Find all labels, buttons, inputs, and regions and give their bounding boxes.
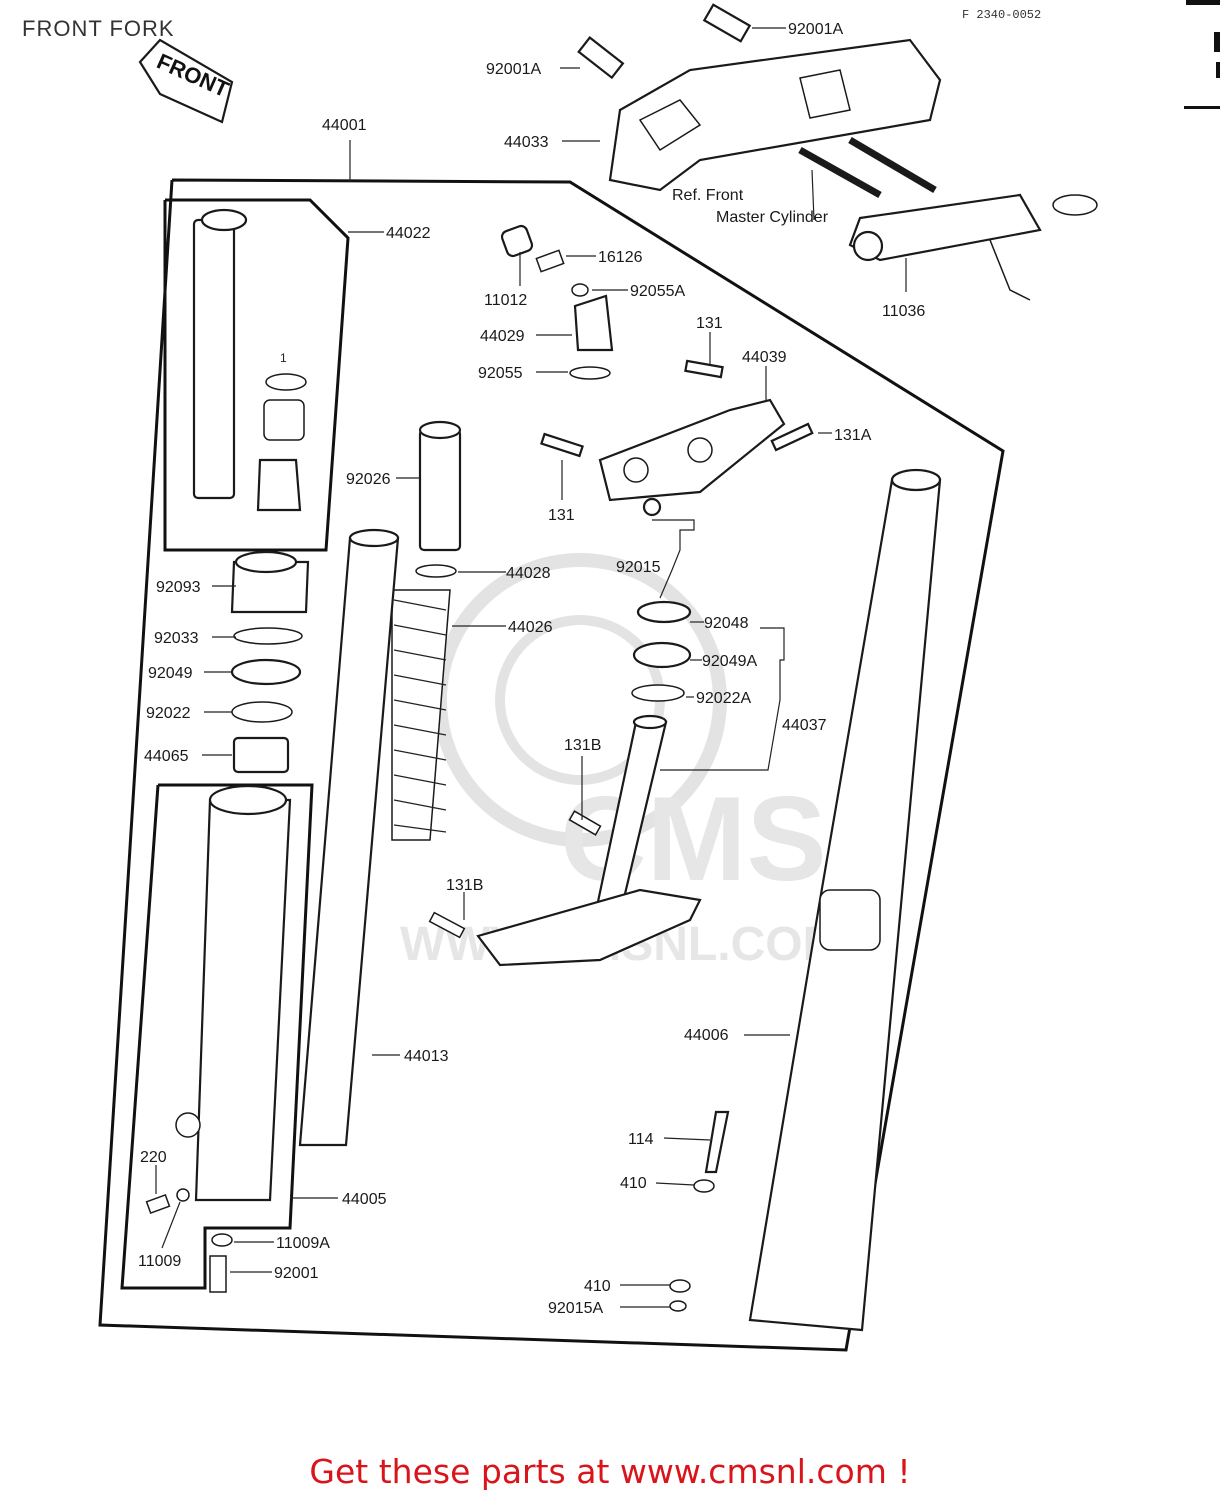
steering-stem: [428, 714, 702, 967]
page-title: FRONT FORK: [22, 16, 175, 41]
callout-label: 92049: [148, 665, 193, 682]
callout-labels: 92001A 92001A 44033 44001 44022 16126 11…: [138, 21, 925, 1317]
callout-label: 44026: [508, 619, 553, 636]
callout-label: 44033: [504, 134, 549, 151]
ref-note-line2: Master Cylinder: [716, 209, 829, 226]
callout-label: 92049A: [702, 653, 757, 670]
callout-label: 44005: [342, 1191, 387, 1208]
ref-note-line1: Ref. Front: [672, 187, 744, 204]
outer-tube-44005: [145, 784, 292, 1293]
callout-label: 92093: [156, 579, 201, 596]
callout-label: 92001A: [788, 21, 843, 38]
callout-label: 92015: [616, 559, 661, 576]
callout-label: 410: [620, 1175, 647, 1192]
right-edge-mark-2: [1216, 62, 1220, 78]
spring-group: [391, 420, 462, 841]
callout-label: 92022A: [696, 690, 751, 707]
callout-label: 92048: [704, 615, 749, 632]
upper-bracket-44039: [540, 359, 814, 517]
callout-label: 131: [548, 507, 575, 524]
promo-banner[interactable]: Get these parts at www.cmsnl.com !: [309, 1452, 911, 1491]
callout-label: 44022: [386, 225, 431, 242]
right-edge-mark-1: [1214, 32, 1220, 52]
callout-label: 44006: [684, 1027, 729, 1044]
callout-label: 11009: [138, 1253, 181, 1270]
cap-kit-44022: [192, 208, 307, 512]
fork-assembly-frame: [98, 140, 1005, 1352]
figure-code: F 2340-0052: [962, 8, 1042, 22]
clamp-holder-11036: [798, 136, 1098, 301]
callout-label: 44039: [742, 349, 787, 366]
callout-label: 92026: [346, 471, 391, 488]
callout-label: 11012: [484, 292, 527, 309]
callout-label: 131A: [834, 427, 872, 444]
callout-label: 11009A: [276, 1235, 330, 1252]
axle-bolts: [669, 1110, 730, 1312]
callout-label: 92022: [146, 705, 191, 722]
callout-label: 16126: [598, 249, 643, 266]
callout-label: 44028: [506, 565, 551, 582]
callout-label: 92055: [478, 365, 523, 382]
callout-label: 44065: [144, 748, 189, 765]
callout-label: 44037: [782, 717, 827, 734]
callout-label: 92015A: [548, 1300, 603, 1317]
right-edge-rule-mid: [1184, 106, 1220, 109]
callout-label: 114: [628, 1131, 654, 1148]
callout-label: 92033: [154, 630, 199, 647]
oil-seal-stack: [230, 550, 310, 774]
callout-label: 92001: [274, 1265, 319, 1282]
inner-tube-44013: [298, 528, 400, 1147]
callout-label: 92001A: [486, 61, 541, 78]
front-direction-arrow: FRONT: [138, 38, 234, 124]
callout-label: 1: [280, 351, 287, 365]
adjuster-parts: [500, 224, 614, 380]
callout-label: 11036: [882, 303, 925, 320]
callout-label: 44029: [480, 328, 525, 345]
callout-label: 131B: [564, 737, 601, 754]
callout-label: 92055A: [630, 283, 685, 300]
callout-label: 44001: [322, 117, 367, 134]
right-edge-rule-top: [1186, 0, 1220, 5]
watermark-logo: CMS: [560, 772, 827, 906]
right-fork-leg-44006: [748, 468, 942, 1332]
callout-label: 131B: [446, 877, 483, 894]
callout-label: 44013: [404, 1048, 449, 1065]
callout-label: 220: [140, 1149, 167, 1166]
callout-label: 410: [584, 1278, 611, 1295]
seal-kit-44037: [631, 600, 785, 771]
callout-label: 131: [696, 315, 723, 332]
handlebar-holder-44033: [577, 3, 942, 192]
